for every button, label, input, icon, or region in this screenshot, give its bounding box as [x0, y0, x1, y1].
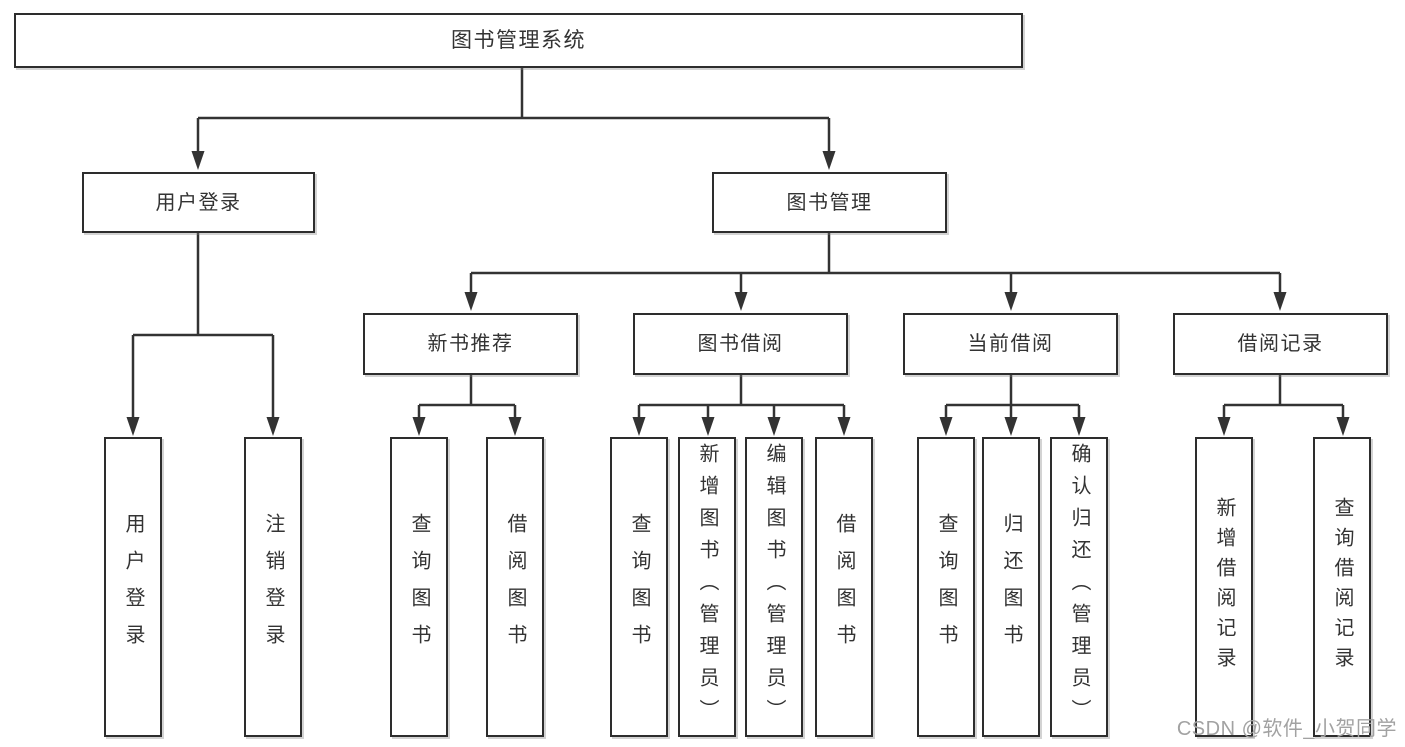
node-borrow-records: 借阅记录 — [1173, 313, 1388, 375]
leaf-label: 查询图书 — [628, 513, 650, 661]
leaf-label: 借阅图书 — [833, 513, 855, 661]
leaf-label: 用户登录 — [122, 513, 144, 661]
leaf-label: 归还图书 — [1000, 513, 1022, 661]
leaf-current-confirm-return-admin: 确认归还（管理员） — [1050, 437, 1108, 737]
leaf-current-query-book: 查询图书 — [917, 437, 975, 737]
watermark-text: CSDN @软件_小贺同学 — [1176, 718, 1397, 740]
node-book-borrow: 图书借阅 — [633, 313, 848, 375]
node-label: 图书管理 — [786, 191, 873, 214]
leaf-label: 编辑图书（管理员） — [763, 443, 785, 731]
leaf-label: 查询借阅记录 — [1331, 497, 1353, 677]
node-label: 借阅记录 — [1237, 333, 1324, 355]
leaf-borrow-add-book-admin: 新增图书（管理员） — [678, 437, 736, 737]
leaf-label: 确认归还（管理员） — [1068, 443, 1090, 731]
leaf-current-return-book: 归还图书 — [982, 437, 1040, 737]
leaf-records-add-record: 新增借阅记录 — [1195, 437, 1253, 737]
leaf-recommend-borrow-book: 借阅图书 — [486, 437, 544, 737]
leaf-label: 借阅图书 — [504, 513, 526, 661]
leaf-logout-login: 注销登录 — [244, 437, 302, 737]
node-label: 新书推荐 — [427, 333, 514, 355]
leaf-records-query-record: 查询借阅记录 — [1313, 437, 1371, 737]
leaf-user-login: 用户登录 — [104, 437, 162, 737]
node-label: 当前借阅 — [967, 333, 1054, 355]
node-library-management-system: 图书管理系统 — [14, 13, 1023, 68]
leaf-label: 查询图书 — [408, 513, 430, 661]
node-book-management: 图书管理 — [712, 172, 947, 233]
leaf-borrow-borrow-book: 借阅图书 — [815, 437, 873, 737]
leaf-label: 查询图书 — [935, 513, 957, 661]
node-user-login: 用户登录 — [82, 172, 315, 233]
node-new-book-recommend: 新书推荐 — [363, 313, 578, 375]
node-current-borrow: 当前借阅 — [903, 313, 1118, 375]
leaf-borrow-query-book: 查询图书 — [610, 437, 668, 737]
leaf-label: 注销登录 — [262, 513, 284, 661]
node-label: 图书管理系统 — [451, 29, 586, 52]
leaf-label: 新增图书（管理员） — [696, 443, 718, 731]
node-label: 图书借阅 — [697, 333, 784, 355]
leaf-label: 新增借阅记录 — [1213, 497, 1235, 677]
node-label: 用户登录 — [155, 191, 242, 214]
leaf-borrow-edit-book-admin: 编辑图书（管理员） — [745, 437, 803, 737]
arrowheads — [126, 151, 1350, 436]
leaf-recommend-query-book: 查询图书 — [390, 437, 448, 737]
